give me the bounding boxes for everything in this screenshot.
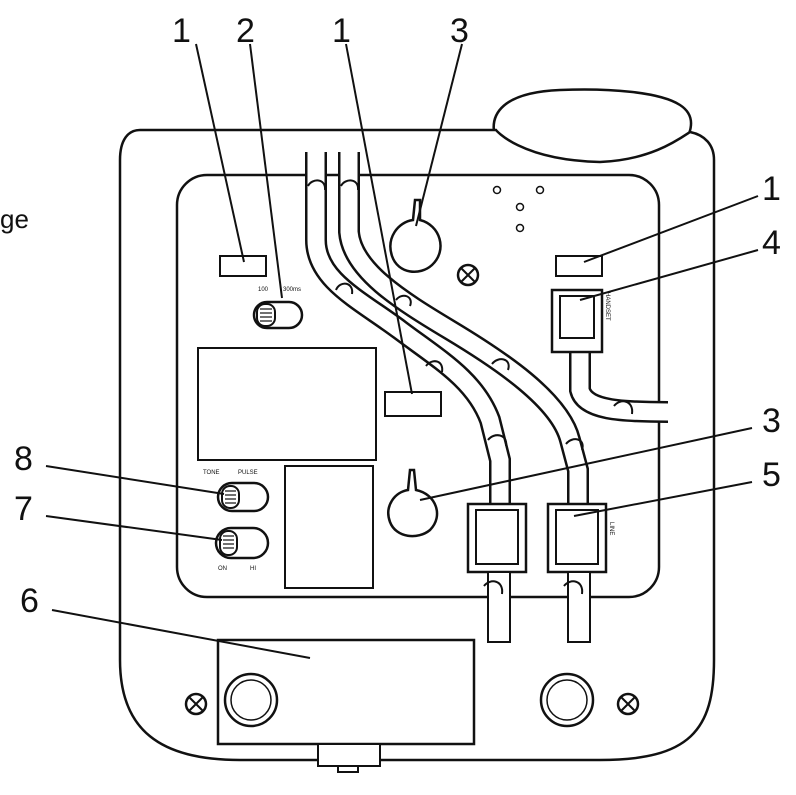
callout-1-upper-left: 1 [172,12,191,50]
cord-hooks [307,179,584,451]
callout-7: 7 [14,490,33,528]
edge-text-fragment: ge [0,204,29,234]
rubber-pad-upper-right [555,255,603,277]
handset-jack: HANDSET [550,288,669,423]
flash-time-switch: 100 300ms [252,287,304,330]
handset-jack-label: HANDSET [604,292,610,321]
callout-6: 6 [20,582,39,620]
flash-label-100: 100 [258,287,269,293]
speaker-holes [492,185,545,233]
line-jack-label: LINE [608,522,614,535]
flash-label-300ms: 300ms [283,287,301,293]
leader-lines [45,43,759,659]
callout-2: 2 [236,12,255,50]
tone-pulse-switch: TONE PULSE [203,470,270,513]
cord-channel-right [338,152,589,520]
pulse-label: PULSE [238,470,258,476]
lower-label-panel [284,465,374,589]
info-label-panel [197,347,377,461]
rubber-foot-right [539,672,595,728]
wall-mount-keyhole-upper [389,198,442,273]
screw-lower-right [616,692,640,716]
screw-lower-left [184,692,208,716]
callout-3-upper: 3 [450,12,469,50]
callout-3-lower: 3 [762,402,781,440]
handset-cord-jack-lower [466,502,528,643]
callout-1-right: 1 [762,170,781,208]
screw-upper [456,263,480,287]
ringer-on-label: ON [218,566,227,572]
rubber-foot-left [223,672,279,728]
callout-5: 5 [762,456,781,494]
callout-4: 4 [762,224,781,262]
callout-8: 8 [14,440,33,478]
rubber-pad-center [384,391,442,417]
tone-label: TONE [203,470,220,476]
ringer-switch: ON HI [214,526,270,572]
ringer-hi-label: HI [250,566,256,572]
callout-1-center: 1 [332,12,351,50]
